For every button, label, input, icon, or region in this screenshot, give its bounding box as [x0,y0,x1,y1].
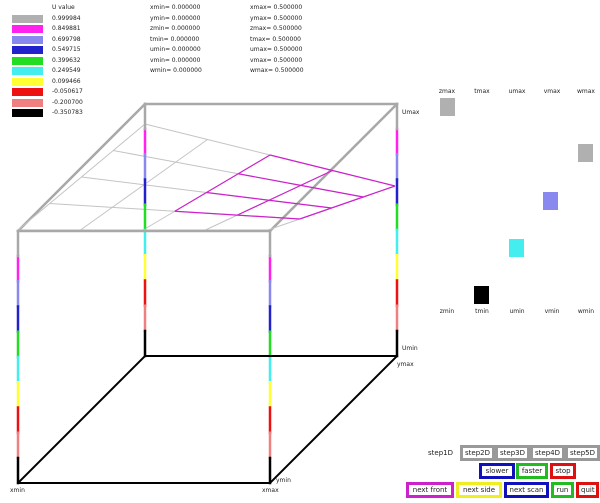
umin-readout: umin= 0.000000 [150,46,201,53]
bottom-right-edge [268,354,399,485]
legend-swatch [12,88,43,96]
legend-value: 0.699798 [52,35,81,43]
umax-readout: umax= 0.500000 [250,46,303,53]
ymax-axis-label: ymax [397,361,414,368]
wmax-header: wmax [577,88,595,95]
zmin-footer: zmin [439,308,455,315]
t-marker [474,286,489,304]
legend-swatch [12,56,43,65]
top-left-edge [16,102,147,233]
legend-swatch [12,77,43,86]
legend-value: 0.849881 [52,25,81,32]
faster-button[interactable]: faster [516,463,548,479]
ymin-readout: ymin= 0.000000 [150,14,201,22]
zmax-readout: zmax= 0.500000 [250,25,302,32]
xmin-axis-label: xmin [10,487,25,494]
legend-swatch [12,14,43,23]
legend-value: 0.999984 [52,14,81,22]
legend-value: 0.549715 [52,46,81,53]
xmax-readout: xmax= 0.500000 [250,4,303,11]
zmax-header: zmax [438,88,456,95]
umin-axis-label: Umin [402,345,418,352]
zmin-readout: zmin= 0.000000 [150,25,201,32]
bottom-left-edge [16,354,147,485]
wmin-readout: wmin= 0.000000 [150,67,202,74]
umin-footer: umin [509,308,525,315]
stop-button[interactable]: stop [550,463,576,479]
step3d-button[interactable]: step3D [495,445,530,461]
vmax-header: vmax [543,88,561,95]
xmax-axis-label: xmax [262,487,279,494]
legend-swatch [12,25,43,33]
surface-highlight [174,154,396,220]
xmin-readout: xmin= 0.000000 [150,4,201,11]
ymax-readout: ymax= 0.500000 [250,14,303,22]
legend-value: -0.350783 [52,109,83,116]
run-button[interactable]: run [551,482,574,498]
tmax-readout: tmax= 0.500000 [250,35,301,43]
top-right-edge [268,102,399,233]
tmin-footer: tmin [475,308,489,315]
legend-value: -0.200700 [52,98,83,106]
legend-swatch [12,46,43,54]
vmin-footer: vmin [544,308,560,315]
w-marker [578,144,593,162]
step4d-button[interactable]: step4D [530,445,565,461]
tmax-header: tmax [474,88,490,95]
surface-highlight-line [299,185,396,220]
ymin-axis-label: ymin [276,477,291,484]
wmax-readout: wmax= 0.500000 [250,67,304,74]
next-scan-button[interactable]: next scan [504,482,549,498]
slower-button[interactable]: slower [479,463,515,479]
umax-axis-label: Umax [402,109,420,116]
tmin-readout: tmin= 0.000000 [150,35,200,43]
vmin-readout: vmin= 0.000000 [150,56,201,64]
surface-highlight-line [236,169,333,216]
step5d-button[interactable]: step5D [565,445,600,461]
legend-title: U value [52,4,75,11]
umax-header: umax [508,88,526,95]
cube-back-edges [16,102,399,233]
legend-swatch [12,35,43,44]
legend-value: 0.249549 [52,67,81,74]
surface-grid [17,123,396,231]
z-marker [440,98,455,116]
u-marker [509,239,524,257]
next-side-button[interactable]: next side [456,482,502,498]
cube-plot [16,102,399,485]
step-label: step1D [428,449,453,457]
step2d-button[interactable]: step2D [460,445,495,461]
legend-value: -0.050617 [52,88,83,95]
color-columns [16,127,399,460]
wmin-footer: wmin [577,308,595,315]
legend-swatch [12,98,43,107]
cube-front-edges [16,102,399,485]
legend-value: 0.399632 [52,56,81,64]
legend-swatch [12,109,43,117]
legend-value: 0.099466 [52,77,81,85]
quit-button[interactable]: quit [576,482,599,498]
vmax-readout: vmax= 0.500000 [250,56,303,64]
next-front-button[interactable]: next front [406,482,454,498]
surface-highlight-line [174,154,271,212]
v-marker [543,192,558,210]
legend-swatch [12,67,43,75]
